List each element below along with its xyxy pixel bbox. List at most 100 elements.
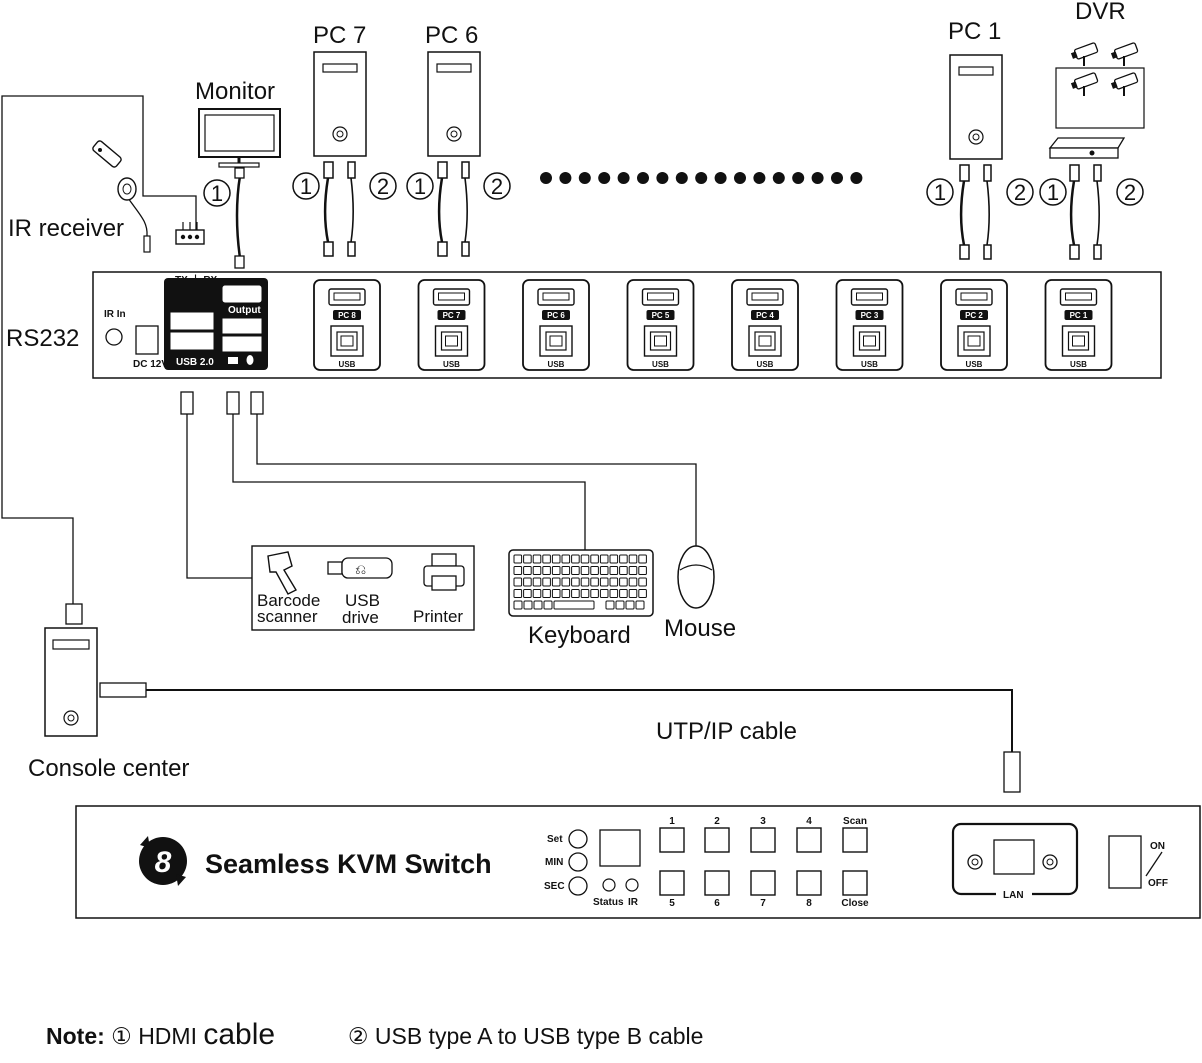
pc-port-label: PC 5 [652, 311, 670, 320]
keyboard-port-icon [228, 357, 238, 364]
keyboard-key [513, 566, 523, 575]
ir-receiver-wire [127, 197, 148, 237]
lan-label: LAN [1003, 890, 1024, 901]
min-button[interactable] [568, 852, 588, 872]
keyboard-key [628, 554, 638, 564]
port-button-bottom[interactable] [796, 870, 822, 896]
port-button-bottom-label: 5 [669, 898, 675, 909]
status-label: Status [593, 897, 624, 908]
keyboard-key [571, 589, 580, 598]
pc-port-block [626, 279, 695, 371]
keyboard-key [543, 600, 553, 610]
set-button[interactable] [568, 829, 588, 849]
note-cable-word: cable [203, 1018, 276, 1051]
pc-port-label: PC 8 [338, 311, 356, 320]
cable-number-texts: 1 1 2 1 2 1 2 1 2 [211, 174, 1136, 206]
ir-sensor [625, 878, 639, 892]
pc-port-usb-label: USB [652, 360, 669, 369]
ir-label: IR [628, 897, 639, 908]
keyboard-key [638, 577, 647, 587]
barcode-label-2: scanner [257, 607, 318, 626]
keyboard-key [615, 600, 625, 610]
port-button-bottom-label: 6 [714, 898, 720, 909]
port-button-bottom[interactable] [659, 870, 685, 896]
ellipsis-dot [617, 172, 630, 184]
pc-port-block [1044, 279, 1113, 371]
monitor-label: Monitor [195, 78, 275, 105]
keyboard-key [619, 589, 628, 598]
ellipsis-dot [578, 172, 591, 184]
dvr-cable-pair [1068, 163, 1103, 261]
keyboard-key [590, 589, 599, 598]
pc-port-usb-label: USB [757, 360, 774, 369]
ellipsis-dot [695, 172, 708, 184]
port-button-bottom[interactable] [750, 870, 776, 896]
keyboard-key [599, 577, 609, 587]
keyboard-key [553, 600, 595, 610]
barcode-label-1: Barcode [257, 591, 320, 610]
port-button-bottom[interactable] [704, 870, 730, 896]
sec-button[interactable] [568, 876, 588, 896]
port-button-top[interactable] [659, 827, 685, 853]
note-circle-2: ② [347, 1023, 369, 1049]
cable-num-1: 1 [300, 174, 312, 199]
port-button-top-label: 2 [714, 816, 720, 827]
ellipsis-dot [540, 172, 552, 184]
keyboard-key [571, 566, 580, 575]
port-button-top[interactable] [796, 827, 822, 853]
pc1-tower-icon [949, 54, 1003, 160]
port-button-top-label: Scan [843, 816, 867, 827]
keyboard-label: Keyboard [528, 622, 631, 649]
sec-label: SEC [544, 881, 565, 892]
product-title: Seamless KVM Switch [205, 849, 492, 879]
keyboard-key [571, 577, 580, 587]
keyboard-key [523, 589, 532, 598]
keyboard-wire [232, 414, 586, 550]
pc-port-block [731, 279, 799, 371]
port-button-top-label: 4 [806, 816, 812, 827]
keyboard-key [533, 600, 543, 610]
keyboard-key [599, 589, 609, 598]
power-switch[interactable] [1108, 835, 1142, 889]
ir-receiver-label: IR receiver [8, 215, 124, 242]
keyboard-key [532, 589, 542, 598]
pc-port-label: PC 1 [1070, 311, 1088, 320]
port-button-top[interactable] [750, 827, 776, 853]
mouse-label: Mouse [664, 615, 736, 642]
on-label: ON [1150, 841, 1165, 852]
ellipsis-dot [772, 172, 785, 184]
barcode-scanner-icon [267, 551, 297, 595]
usb-plugs-below [180, 391, 264, 415]
pc-port-label: PC 7 [443, 311, 461, 320]
dc-jack-icon [135, 325, 159, 355]
pc-port-block [417, 279, 486, 371]
keyboard-key [513, 589, 523, 598]
usb-drive-label-1: USB [345, 591, 380, 610]
keyboard-key [638, 554, 647, 564]
pc-port-block [940, 279, 1008, 371]
keyboard-key [580, 566, 590, 575]
keyboard-key [619, 566, 628, 575]
rear-panel: IR In DC 12V TX ⏚ RX Output USB 2.0 PC 8… [92, 271, 1162, 379]
keyboard-key [619, 577, 628, 587]
keyboard-key [580, 577, 590, 587]
pc-port-block [313, 279, 381, 371]
keyboard-key [542, 577, 551, 587]
port-button-top[interactable] [704, 827, 730, 853]
printer-icon [423, 553, 465, 591]
pc-port-usb-label: USB [548, 360, 565, 369]
pc6-label: PC 6 [425, 22, 478, 49]
keyboard-key [523, 577, 532, 587]
usb-plug-icon [180, 391, 194, 415]
pc7-tower-icon [313, 51, 367, 157]
min-label: MIN [545, 857, 563, 868]
keyboard-key [599, 554, 609, 564]
port-button-bottom-label: 7 [760, 898, 766, 909]
keyboard-key [523, 600, 533, 610]
port-button-top[interactable] [842, 827, 868, 853]
port-button-bottom[interactable] [842, 870, 868, 896]
status-led [602, 878, 616, 892]
ellipsis-dot [714, 172, 727, 184]
pc1-cable-pair [958, 163, 993, 261]
